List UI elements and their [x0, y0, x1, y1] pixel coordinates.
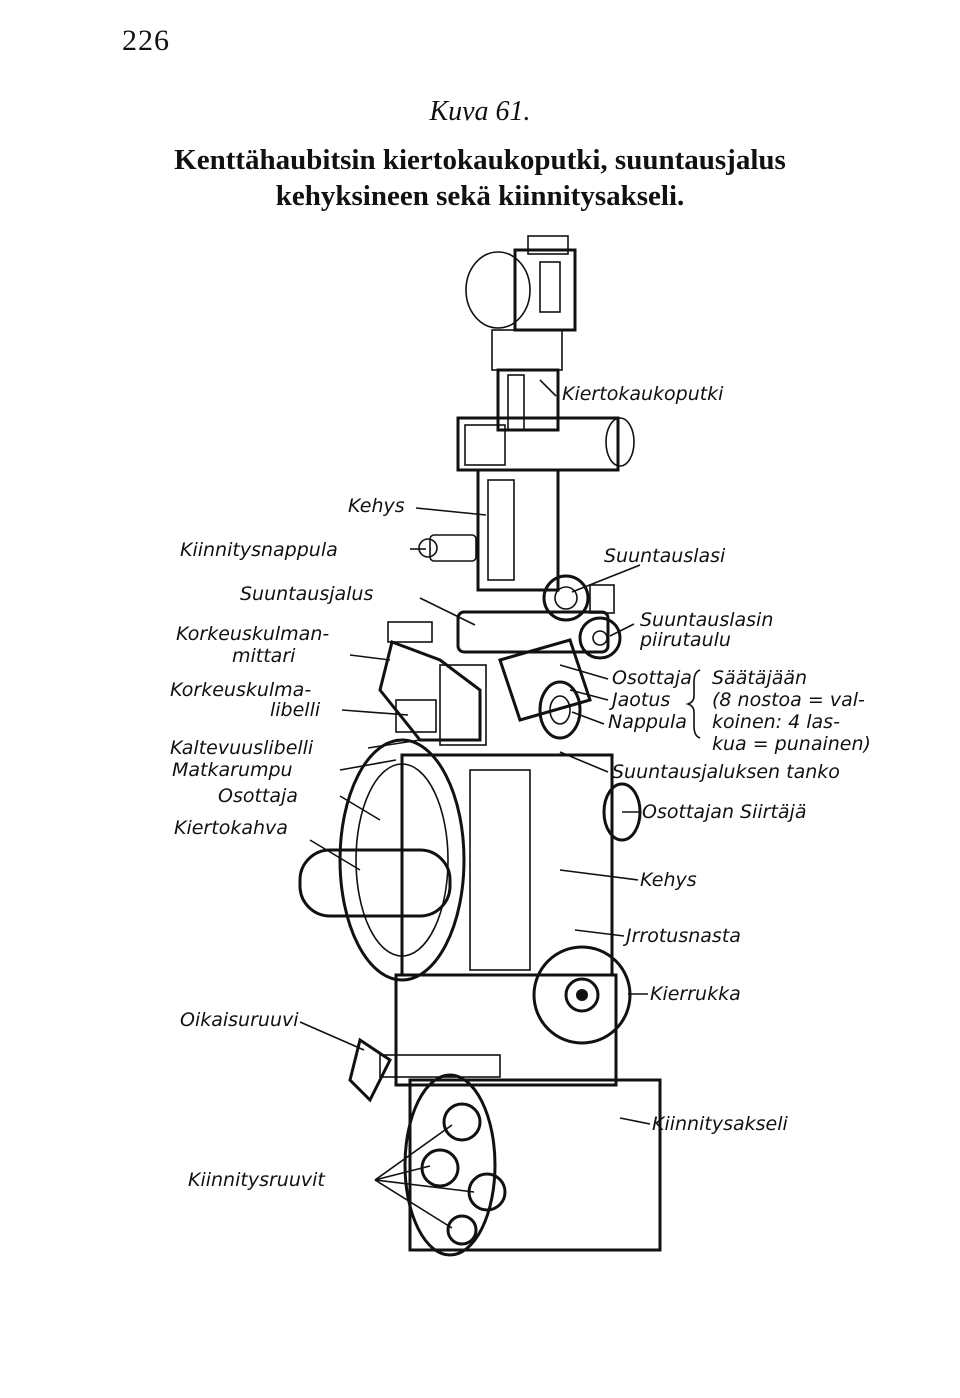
label-suuntauslasin-line-2: piirutaulu: [639, 629, 731, 651]
label-saatajaan-line-3: koinen: 4 las-: [712, 711, 840, 733]
kiinnitysruuvit-bolts: [420, 1102, 507, 1246]
label-osottaja-left: Osottaja: [218, 785, 298, 807]
label-kiertokahva: Kiertokahva: [174, 817, 288, 839]
label-kiinnitysakseli: Kiinnitysakseli: [652, 1113, 788, 1135]
label-suuntausjaluksentanko: Suuntausjaluksen tanko: [612, 761, 840, 783]
label-korkeuskulmalibelli-line-2: libelli: [270, 699, 321, 721]
label-kehys-right: Kehys: [640, 869, 697, 891]
label-korkeuskulmalibelli-line-1: Korkeuskulma-: [170, 679, 311, 701]
label-saatajaan-line-2: (8 nostoa = val-: [712, 689, 865, 711]
label-saatajaan-line-1: Säätäjään: [712, 667, 807, 689]
label-kehys-top: Kehys: [348, 495, 405, 517]
label-kiinnitysruuvit: Kiinnitysruuvit: [188, 1169, 326, 1191]
label-osottajan-siirtaja: Osottajan Siirtäjä: [642, 801, 806, 823]
label-saatajaan-line-4: kua = punainen): [712, 733, 871, 755]
label-kiertokaukoputki: Kiertokaukoputki: [562, 383, 724, 405]
figure-title-line-1: Kenttähaubitsin kiertokaukoputki, suunta…: [174, 144, 786, 176]
label-korkeuskulmanmittari-line-2: mittari: [232, 645, 296, 667]
figure-title: Kenttähaubitsin kiertokaukoputki, suunta…: [0, 142, 960, 214]
label-suuntauslasin-line-1: Suuntauslasin: [640, 609, 773, 631]
brace: [685, 669, 701, 739]
instrument-illustration: [298, 235, 662, 1257]
label-kaltevuuslibelli: Kaltevuuslibelli: [170, 737, 314, 759]
label-korkeuskulmanmittari-line-1: Korkeuskulman-: [176, 623, 329, 645]
label-osottaja: Osottaja: [612, 667, 692, 689]
label-suuntauslasi: Suuntauslasi: [604, 545, 726, 567]
label-nappula: Nappula: [608, 711, 687, 733]
leader-lines: [299, 379, 651, 1229]
label-kiinnitysnappula: Kiinnitysnappula: [180, 539, 338, 561]
label-irrotusnasta: Jrrotusnasta: [622, 925, 741, 947]
label-kierrukka: Kierrukka: [650, 983, 741, 1005]
label-matkarumpu: Matkarumpu: [172, 759, 293, 781]
label-suuntausjalus: Suuntausjalus: [240, 583, 373, 605]
label-jaotus: Jaotus: [608, 689, 670, 711]
label-oikaisuruuvi: Oikaisuruuvi: [180, 1009, 299, 1031]
figure-title-line-2: kehyksineen sekä kiinnitysakseli.: [275, 180, 685, 212]
page-number: 226: [122, 24, 170, 57]
figure-number: Kuva 61.: [429, 96, 531, 127]
